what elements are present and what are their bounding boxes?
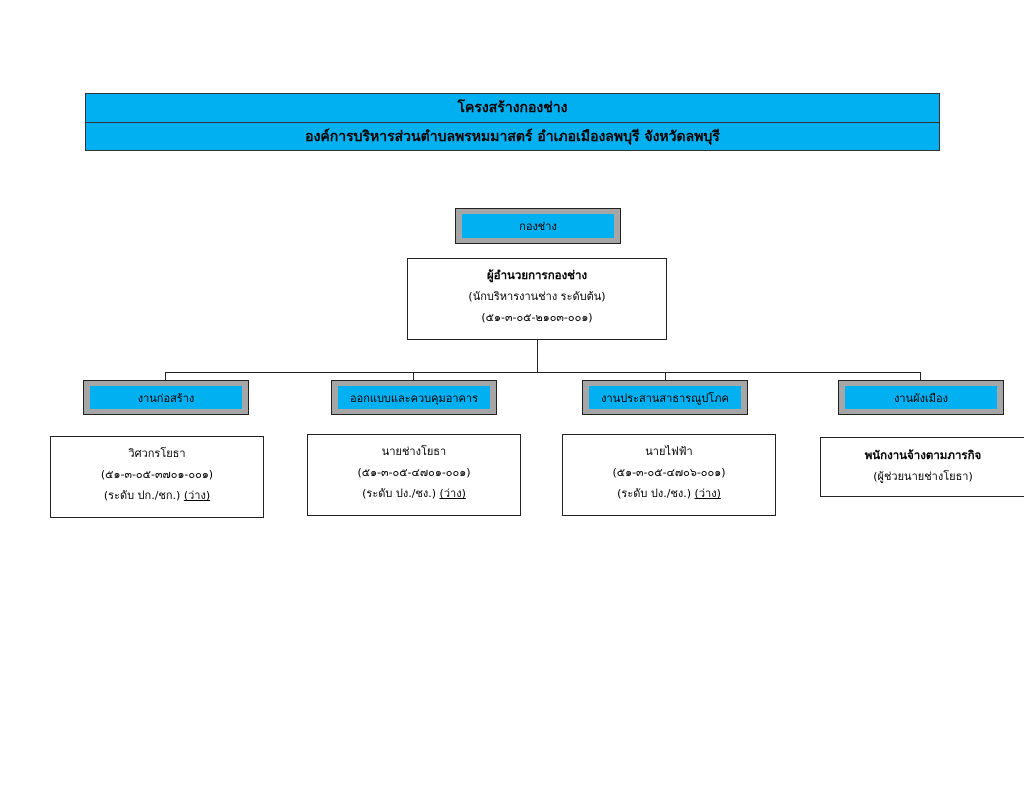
position-level-text: (ระดับ ปง./ชง.) — [362, 487, 437, 500]
connector-unit-3 — [665, 372, 666, 382]
position-code: (๕๑-๓-๐๕-๓๗๐๑-๐๐๑) — [100, 468, 214, 481]
page-subtitle: องค์การบริหารส่วนตำบลพรหมมาสตร์ อำเภอเมื… — [86, 122, 939, 151]
connector-director-down — [537, 340, 538, 372]
position-level: (ระดับ ปง./ชง.) (ว่าง) — [308, 483, 520, 504]
title-banner: โครงสร้างกองช่าง องค์การบริหารส่วนตำบลพร… — [85, 93, 940, 151]
division-label: กองช่าง — [462, 214, 614, 238]
director-rank: (นักบริหารงานช่าง ระดับต้น) — [468, 290, 606, 303]
unit-header-city-planning: งานผังเมือง — [838, 380, 1004, 415]
position-code: (๕๑-๓-๐๕-๔๗๐๖-๐๐๑) — [612, 466, 726, 479]
unit-header-construction: งานก่อสร้าง — [83, 380, 249, 415]
unit-label: งานก่อสร้าง — [90, 386, 242, 409]
connector-unit-1 — [165, 372, 166, 382]
position-title: วิศวกรโยธา — [128, 447, 186, 460]
director-title: ผู้อำนวยการกองช่าง — [486, 268, 588, 282]
position-level: (ระดับ ปก./ชก.) (ว่าง) — [51, 485, 263, 506]
position-title: นายไฟฟ้า — [645, 445, 693, 458]
position-code: (๕๑-๓-๐๕-๔๗๐๑-๐๐๑) — [357, 466, 471, 479]
vacant-label: (ว่าง) — [183, 489, 211, 502]
position-title: นายช่างโยธา — [381, 445, 447, 458]
unit-label: งานผังเมือง — [845, 386, 997, 409]
position-level: (ระดับ ปง./ชง.) (ว่าง) — [563, 483, 775, 504]
director-code: (๕๑-๓-๐๕-๒๑๐๓-๐๐๑) — [481, 311, 593, 324]
page-title: โครงสร้างกองช่าง — [457, 100, 568, 116]
unit-label: ออกแบบและควบคุมอาคาร — [338, 386, 490, 409]
position-box-design: นายช่างโยธา (๕๑-๓-๐๕-๔๗๐๑-๐๐๑) (ระดับ ปง… — [307, 434, 521, 516]
position-detail: (ผู้ช่วยนายช่างโยธา) — [873, 470, 973, 483]
division-box: กองช่าง — [455, 208, 621, 244]
connector-unit-4 — [920, 372, 921, 382]
connector-unit-2 — [413, 372, 414, 382]
vacant-label: (ว่าง) — [439, 487, 466, 500]
position-title: พนักงานจ้างตามภารกิจ — [864, 448, 982, 462]
position-level-text: (ระดับ ปง./ชง.) — [617, 487, 692, 500]
director-box: ผู้อำนวยการกองช่าง (นักบริหารงานช่าง ระด… — [407, 258, 667, 340]
position-level-text: (ระดับ ปก./ชก.) — [103, 489, 181, 502]
position-box-construction: วิศวกรโยธา (๕๑-๓-๐๕-๓๗๐๑-๐๐๑) (ระดับ ปก.… — [50, 436, 264, 518]
connector-horizontal — [165, 372, 921, 373]
position-box-utilities: นายไฟฟ้า (๕๑-๓-๐๕-๔๗๐๖-๐๐๑) (ระดับ ปง./ช… — [562, 434, 776, 516]
unit-header-design: ออกแบบและควบคุมอาคาร — [331, 380, 497, 415]
unit-header-utilities: งานประสานสาธารณูปโภค — [582, 380, 748, 415]
position-box-city-planning: พนักงานจ้างตามภารกิจ (ผู้ช่วยนายช่างโยธา… — [820, 437, 1024, 497]
unit-label: งานประสานสาธารณูปโภค — [589, 386, 741, 409]
vacant-label: (ว่าง) — [694, 487, 721, 500]
